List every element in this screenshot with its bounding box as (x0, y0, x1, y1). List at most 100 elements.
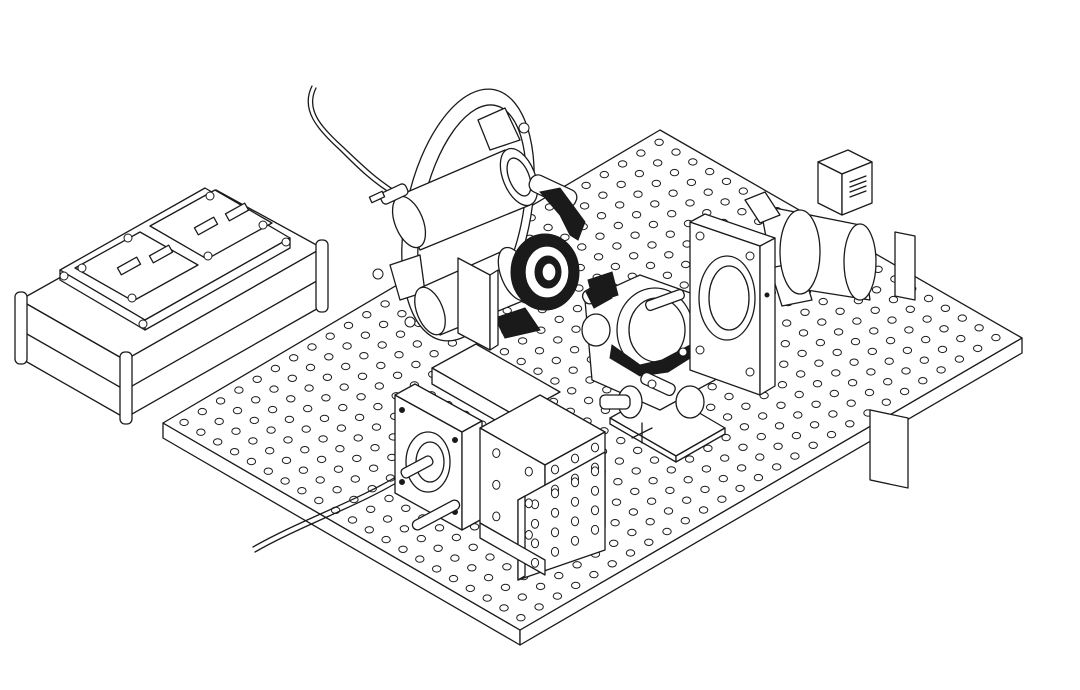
breadboard-hole (229, 448, 240, 456)
breadboard-hole (679, 281, 689, 289)
kinematic-knob-mount (457, 174, 586, 351)
plate-hole (550, 488, 560, 499)
box-screw (281, 237, 291, 247)
breadboard-hole (303, 404, 313, 413)
breadboard-hole (817, 318, 827, 326)
breadboard-hole (197, 407, 208, 416)
box-post (14, 291, 28, 365)
breadboard-hole (517, 337, 528, 345)
breadboard-hole (665, 486, 675, 495)
cube-hole (590, 442, 600, 453)
plate-hole (530, 518, 540, 529)
breadboard-hole (571, 325, 581, 333)
breadboard-hole (753, 473, 764, 482)
breadboard-hole (485, 553, 495, 561)
breadboard-hole (773, 442, 783, 450)
breadboard-hole (366, 505, 376, 513)
breadboard-hole (395, 330, 406, 338)
breadboard-hole (800, 308, 810, 316)
breadboard-hole (818, 297, 828, 306)
breadboard-hole (500, 583, 511, 592)
plate-hole (590, 466, 600, 477)
box-screw (127, 293, 137, 303)
breadboard-hole (269, 385, 279, 393)
breadboard-hole (607, 560, 617, 568)
breadboard-hole (283, 436, 293, 444)
breadboard-hole (685, 199, 695, 207)
knob-ring-aperture (541, 262, 557, 282)
breadboard-hole (214, 417, 224, 426)
breadboard-hole (940, 304, 951, 312)
breadboard-hole (411, 360, 421, 369)
disk-cutout (477, 107, 521, 151)
breadboard-hole (499, 604, 509, 612)
breadboard-hole (377, 341, 387, 349)
breadboard-hole (738, 187, 748, 195)
lens-tube-upper (391, 147, 539, 251)
breadboard-hole (776, 401, 786, 409)
vent-icon (849, 175, 867, 198)
breadboard-hole (904, 326, 914, 334)
mount-screw (695, 231, 705, 241)
breadboard-hole (534, 347, 545, 355)
breadboard-hole (502, 563, 512, 571)
breadboard-hole (448, 574, 459, 583)
breadboard-hole (554, 315, 564, 324)
breadboard-hole (613, 221, 623, 230)
breadboard-hole (649, 456, 660, 464)
breadboard-hole (433, 544, 443, 552)
breadboard-hole (814, 359, 824, 367)
breadboard-hole (333, 465, 344, 473)
cage-knob (675, 385, 705, 419)
box-screw (59, 271, 69, 281)
breadboard-hole (284, 415, 295, 424)
mount-screw (745, 367, 755, 377)
box-post (119, 351, 133, 425)
breadboard-hole (654, 138, 664, 147)
breadboard-hole (688, 158, 698, 166)
connector-slot (224, 202, 250, 222)
breadboard-hole (300, 446, 310, 454)
box-seam-side (124, 277, 323, 391)
breadboard-hole (248, 437, 258, 445)
breadboard-hole (627, 528, 637, 537)
breadboard-hole (905, 305, 915, 313)
plate-hole (530, 538, 540, 549)
breadboard-hole (808, 441, 818, 449)
breadboard-hole (286, 395, 296, 403)
plate-hole (590, 485, 600, 496)
breadboard-hole (782, 319, 792, 327)
breadboard-hole (884, 357, 894, 365)
connector-slot (193, 216, 219, 236)
breadboard-hole (653, 159, 663, 167)
breadboard-hole (401, 504, 411, 512)
breadboard-hole (598, 191, 608, 199)
breadboard-hole (937, 345, 948, 354)
breadboard-hole (613, 478, 623, 486)
breadboard-hole (336, 424, 347, 432)
breadboard-hole (376, 361, 386, 370)
breadboard-hole (354, 413, 365, 422)
breadboard-hole (347, 516, 358, 524)
breadboard-hole (883, 378, 893, 386)
fiber-cable-top (307, 85, 396, 197)
mount-face-side (461, 420, 483, 531)
knob-lever-lower (494, 307, 541, 339)
breadboard-hole (718, 474, 728, 483)
cage-screw (647, 379, 657, 389)
plate-hole (550, 527, 560, 538)
disk-screw (518, 122, 530, 134)
breadboard-hole (415, 555, 425, 563)
mount-plate-aperture-inner (708, 265, 750, 331)
breadboard-hole (267, 405, 278, 414)
breadboard-hole (791, 431, 802, 440)
breadboard-hole (793, 411, 803, 419)
breadboard-hole (416, 534, 426, 543)
breadboard-hole (287, 374, 297, 382)
breadboard-hole (609, 539, 619, 547)
cube-plate-edge (517, 495, 526, 581)
breadboard-hole (797, 349, 807, 358)
breadboard-hole (628, 508, 639, 516)
breadboard-hole (737, 208, 747, 216)
breadboard-hole (325, 332, 335, 340)
